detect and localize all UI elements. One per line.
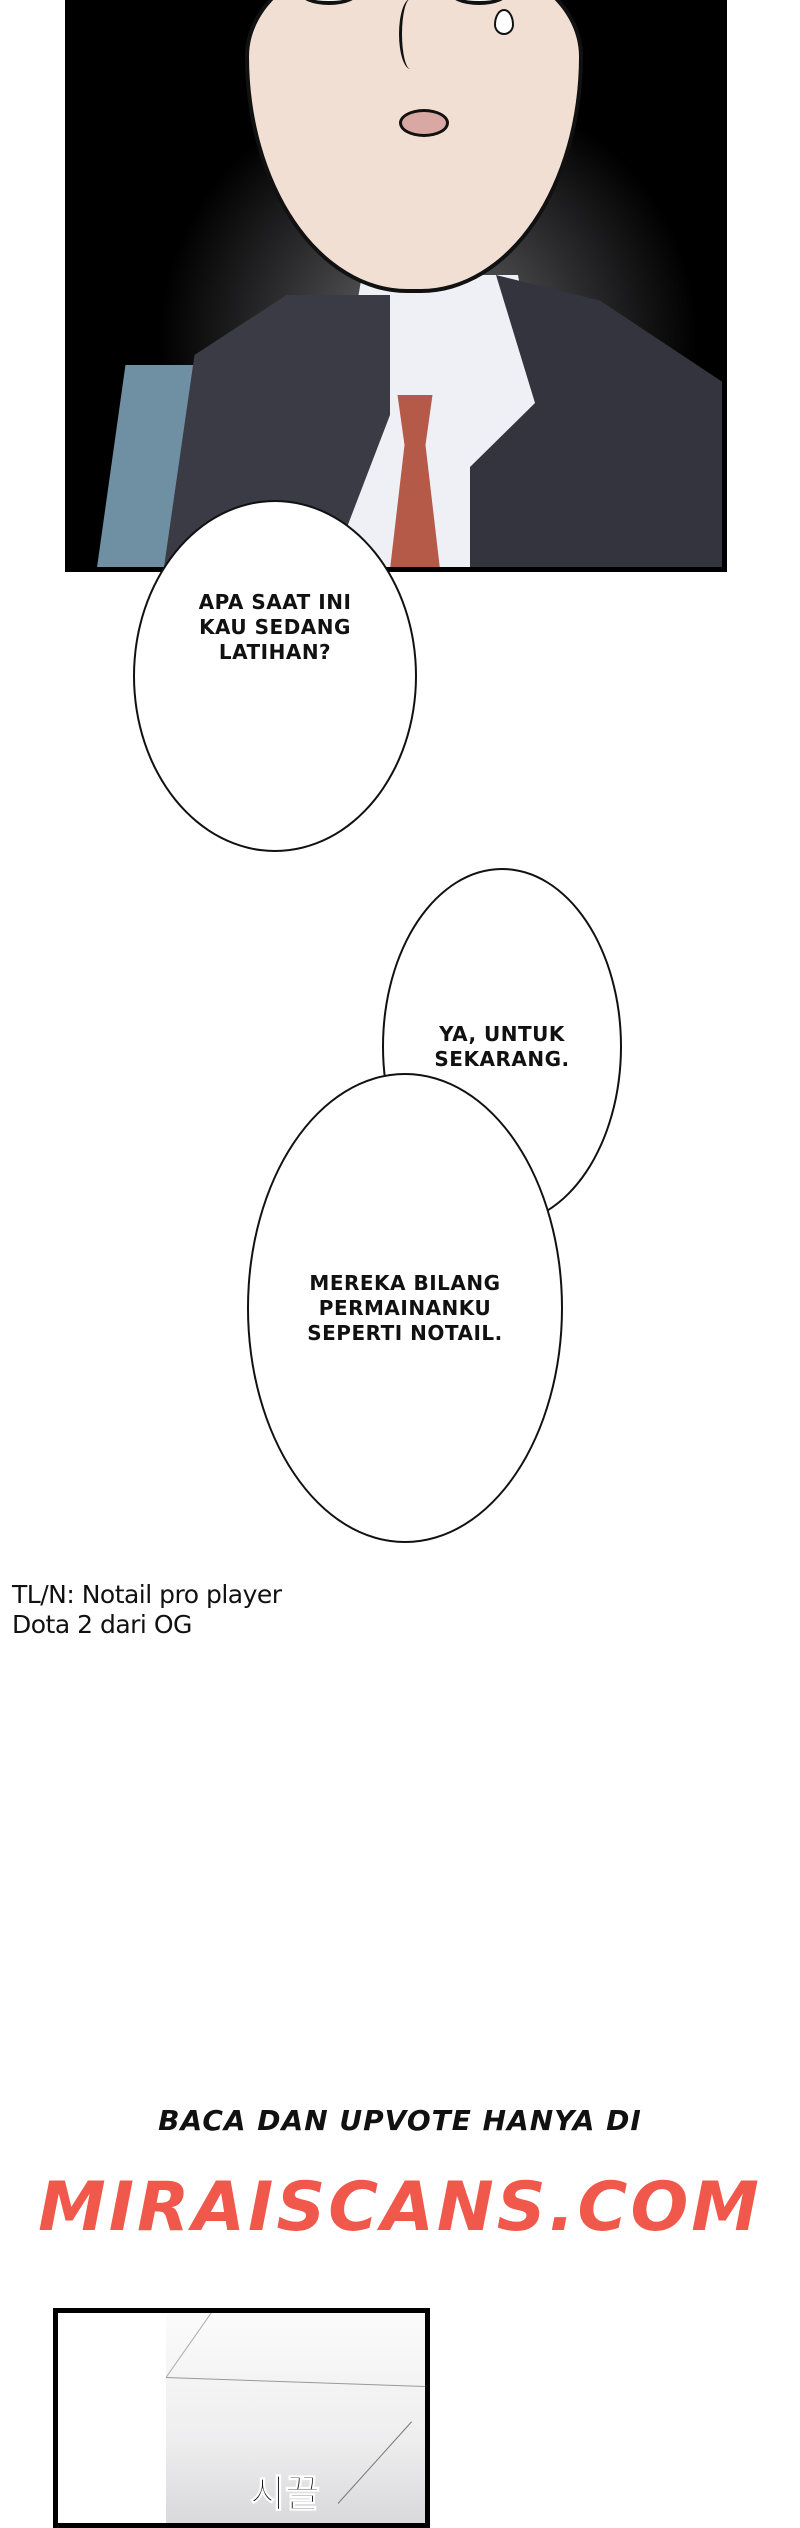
comic-panel-bottom: 시끌 xyxy=(53,2308,430,2528)
promo-site-name: MIRAISCANS.COM xyxy=(38,2168,762,2247)
character-face xyxy=(245,0,583,293)
speech-bubble-text: APA SAAT INI KAU SEDANG LATIHAN? xyxy=(198,590,352,664)
nose xyxy=(399,0,422,69)
left-eye xyxy=(299,0,359,5)
sound-effect-text: 시끌 xyxy=(250,2472,321,2517)
speech-bubble-1: APA SAAT INI KAU SEDANG LATIHAN? xyxy=(133,500,417,852)
sweat-drop-icon xyxy=(494,9,514,35)
promo-tagline: BACA DAN UPVOTE HANYA DI xyxy=(158,2104,642,2137)
right-eye xyxy=(449,0,509,5)
speech-bubble-text: MEREKA BILANG PERMAINANKU SEPERTI NOTAIL… xyxy=(307,1270,503,1345)
speech-bubble-3: MEREKA BILANG PERMAINANKU SEPERTI NOTAIL… xyxy=(247,1073,563,1543)
mouth xyxy=(399,109,449,137)
speech-bubble-text: YA, UNTUK SEKARANG. xyxy=(434,1021,570,1071)
translator-note: TL/N: Notail pro player Dota 2 dari OG xyxy=(12,1580,282,1639)
comic-panel-schoolboy xyxy=(65,0,727,572)
panel-background-art xyxy=(166,2313,425,2523)
